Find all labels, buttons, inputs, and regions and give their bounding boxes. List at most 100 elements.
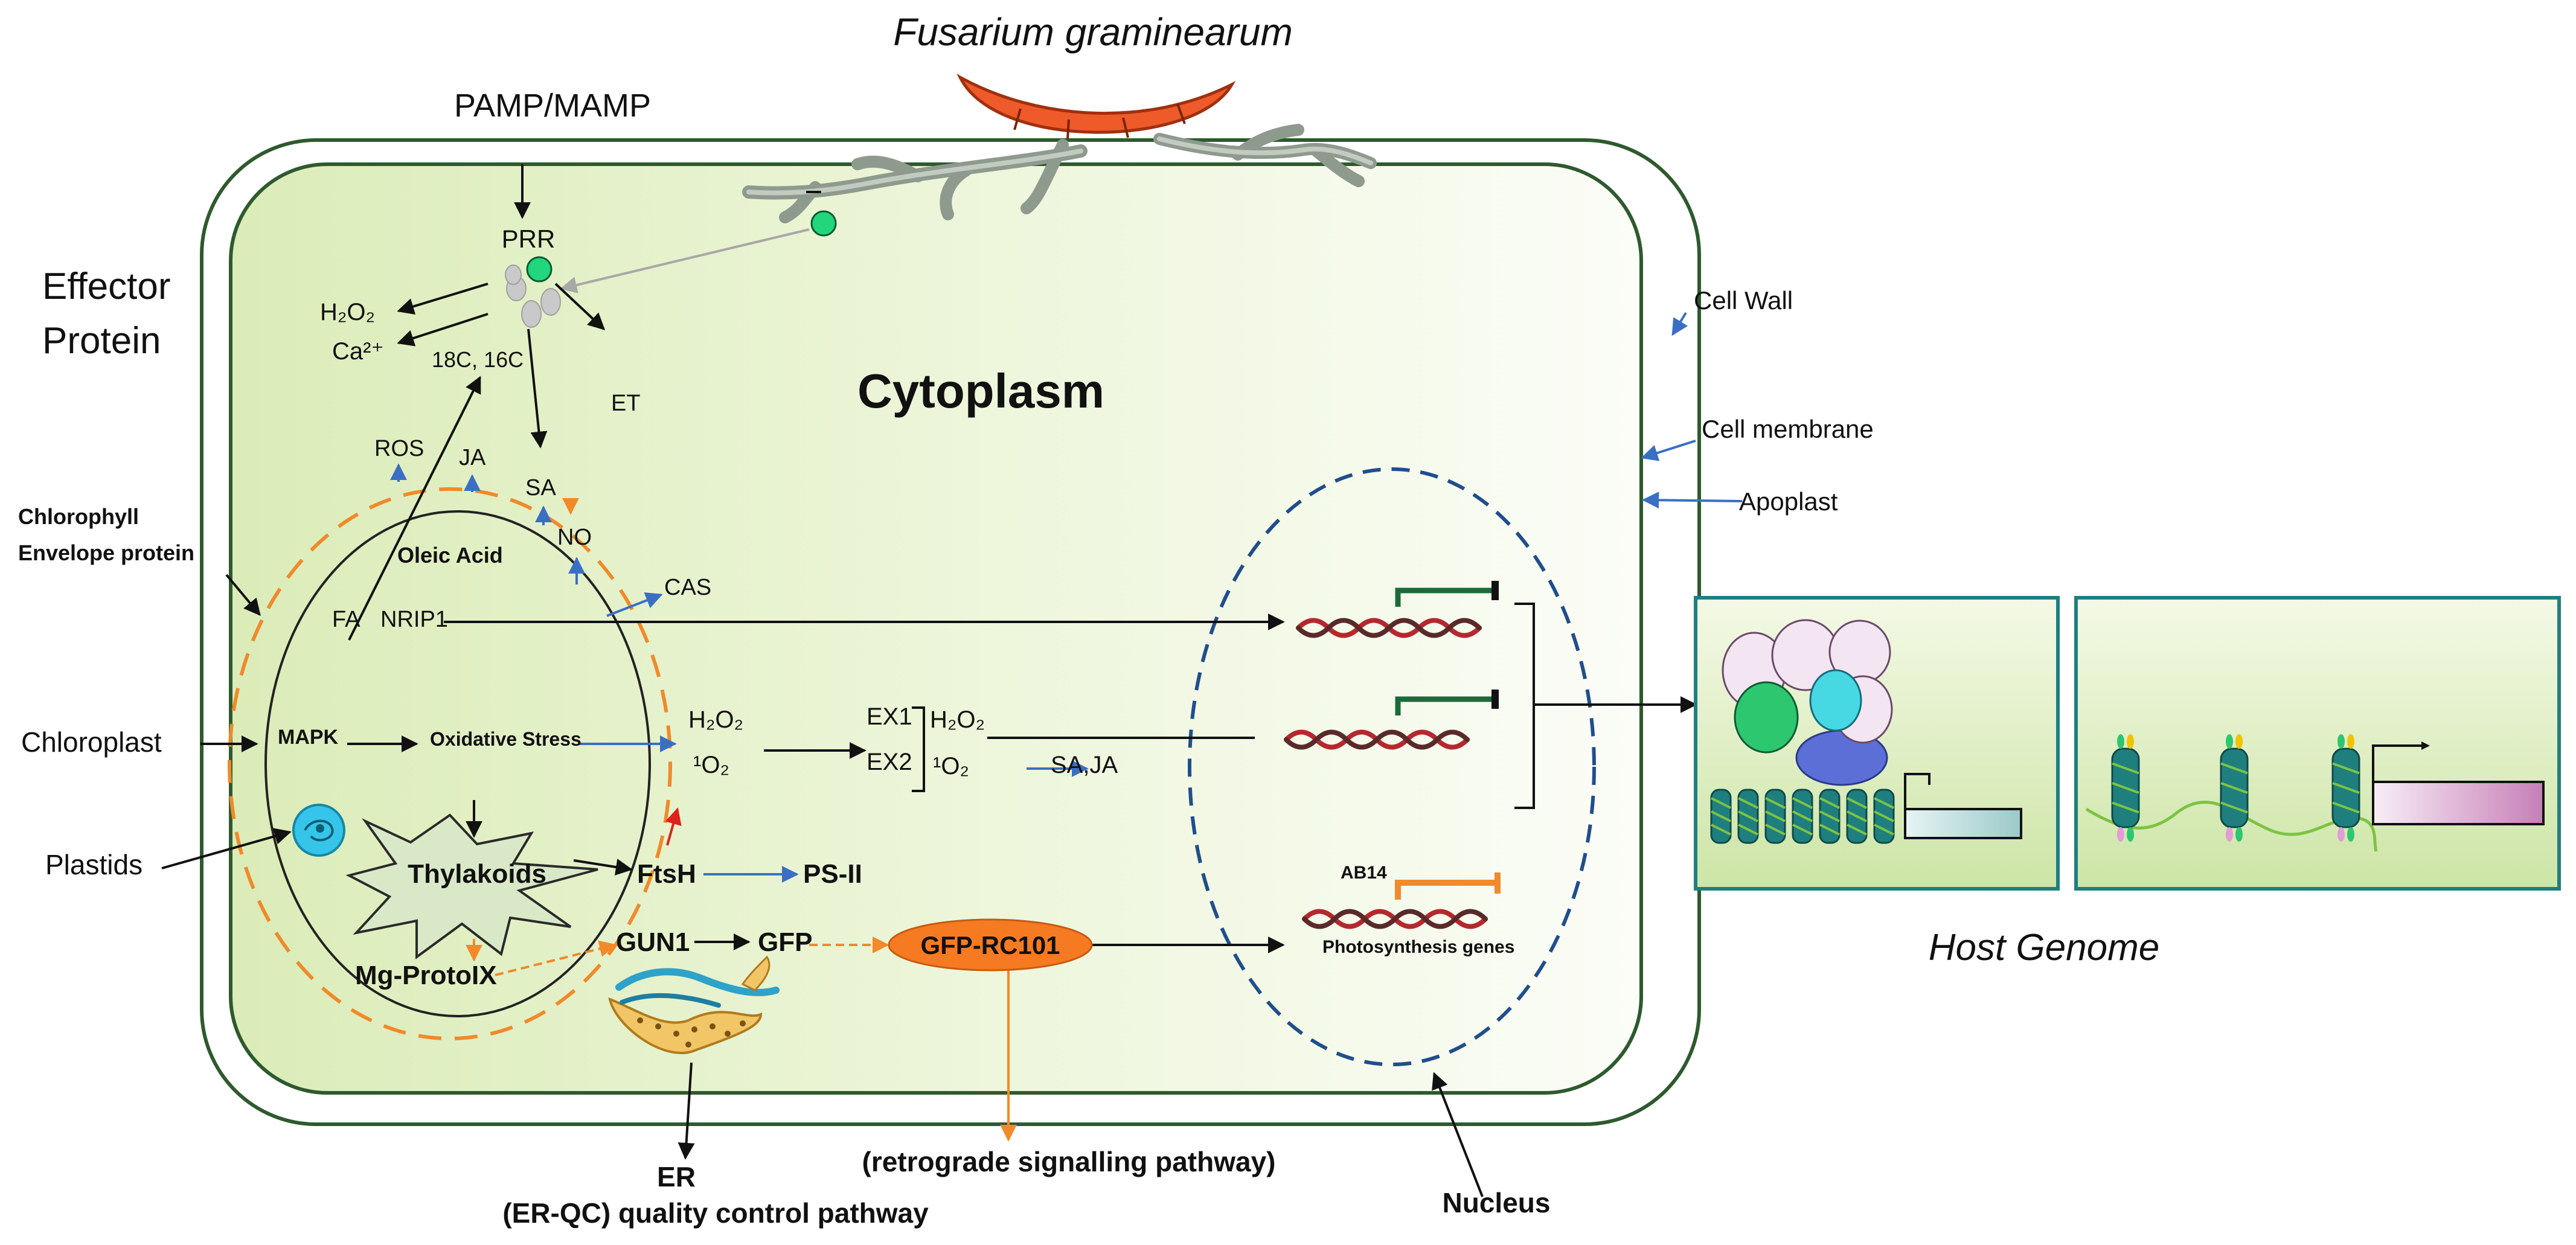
diagram-title: Fusarium graminearum <box>893 10 1293 54</box>
histone-mark <box>2347 734 2354 749</box>
dna-wrap <box>1738 810 1758 822</box>
effector-molecule <box>810 210 837 237</box>
gfp-label: GFP <box>758 927 812 957</box>
dna-wrap <box>1792 797 1813 809</box>
dna-wrap <box>1711 810 1731 822</box>
ex2-label: EX2 <box>867 749 912 775</box>
dna-wrap <box>2332 762 2360 775</box>
apoplast-label: Apoplast <box>1739 487 1838 516</box>
pamp-label: PAMP/MAMP <box>454 88 651 124</box>
dna-wrap <box>1847 797 1867 809</box>
sa-ja-label: SA,JA <box>1051 752 1118 778</box>
dna-wrap <box>1847 824 1867 836</box>
dna-wrap <box>2332 801 2360 814</box>
prr-label: PRR <box>502 225 556 253</box>
nucleus-envelope <box>1188 467 1596 1066</box>
dna-wrap <box>2220 762 2248 775</box>
cell-wall-label: Cell Wall <box>1694 286 1793 315</box>
ex-bracket <box>912 706 925 792</box>
ps2-label: PS-II <box>803 859 862 889</box>
repressor-bar-top <box>1395 581 1499 607</box>
retrograde-label: (retrograde signalling pathway) <box>862 1146 1276 1177</box>
dna-helix-top <box>1296 618 1482 638</box>
chlorophyll-envelope-label-line1: Chlorophyll <box>18 504 139 529</box>
prr-ligand <box>526 256 553 283</box>
chloroplast-label: Chloroplast <box>21 726 162 758</box>
cas-label: CAS <box>664 575 711 600</box>
promoter-arrow-left <box>1904 773 1930 809</box>
dna-wrap <box>2112 762 2139 775</box>
histone-mark <box>2117 827 2124 842</box>
dna-wrap <box>1738 824 1758 836</box>
gfp-rc101-label: GFP-RC101 <box>920 931 1060 959</box>
spore-septa <box>1013 103 1186 139</box>
dna-wrap <box>2220 782 2248 794</box>
ros-label: ROS <box>374 436 424 461</box>
ab14-label: AB14 <box>1341 863 1387 883</box>
signal-arrows <box>161 164 1743 1197</box>
linker-dna-right <box>2085 801 2378 852</box>
dna-wrap <box>1819 797 1840 809</box>
histone-mark <box>2226 827 2233 842</box>
repressor-bar-middle <box>1395 690 1499 715</box>
dna-wrap <box>2332 782 2360 794</box>
gene-box-left <box>1904 808 2022 839</box>
cell-membrane <box>229 162 1643 1095</box>
dna-wrap <box>2112 801 2139 814</box>
plastid-icon <box>292 804 345 857</box>
dna-wrap <box>1792 810 1813 822</box>
cytoplasm-label: Cytoplasm <box>857 364 1104 418</box>
nucleosome-array-right <box>2111 734 2360 842</box>
dna-wrap <box>1874 810 1894 822</box>
et-label: ET <box>611 391 641 416</box>
singlet-o2-mid-label: ¹O₂ <box>693 752 729 778</box>
dna-wrap <box>1765 824 1786 836</box>
dna-wrap <box>1819 810 1840 822</box>
prr-receptor-icon <box>505 264 561 328</box>
singlet-o2-ex-label: ¹O₂ <box>933 753 969 779</box>
dna-wrap <box>1765 797 1786 809</box>
dna-wrap <box>1711 797 1731 809</box>
fa-chain-label: 18C, 16C <box>432 347 524 372</box>
dna-wrap <box>1792 824 1813 836</box>
effector-label-line2: Protein <box>42 320 161 362</box>
er-label: ER <box>657 1161 696 1192</box>
no-label: NO <box>557 525 592 550</box>
ab14-repressor-bar <box>1395 872 1501 900</box>
dna-helix-middle <box>1284 729 1470 750</box>
er-icon <box>608 955 780 1054</box>
oleic-acid-label: Oleic Acid <box>397 543 503 568</box>
gene-box-right <box>2372 781 2545 825</box>
chlorophyll-envelope-label-line2: Envelope protein <box>18 540 194 565</box>
histone-mark <box>2337 827 2345 842</box>
oxidative-stress-label: Oxidative Stress <box>430 728 582 750</box>
ca-label: Ca²⁺ <box>332 338 384 365</box>
histone-mark <box>2235 734 2243 749</box>
nucleus-label: Nucleus <box>1443 1187 1551 1218</box>
fungal-spore <box>956 73 1236 134</box>
histone-mark <box>2127 734 2134 749</box>
plastids-label: Plastids <box>45 849 143 880</box>
fa-label: FA <box>332 607 360 632</box>
fungus-hyphae-highlight <box>746 136 1373 196</box>
dna-wrap <box>1711 824 1731 836</box>
histone-mark <box>2226 734 2233 749</box>
chloroplast-inner-membrane <box>264 510 651 1017</box>
dna-wrap <box>1819 824 1840 836</box>
effector-label-line1: Effector <box>42 266 171 307</box>
gun1-label: GUN1 <box>616 927 690 957</box>
mapk-label: MAPK <box>278 726 339 749</box>
histone-mark <box>2127 827 2134 842</box>
h2o2-mid-label: H₂O₂ <box>688 706 743 733</box>
effector-delivery-arrow <box>560 228 810 293</box>
thylakoids-label: Thylakoids <box>408 859 546 889</box>
dna-wrap <box>1738 797 1758 809</box>
photosynthesis-genes-label: Photosynthesis genes <box>1322 937 1514 957</box>
ex1-label: EX1 <box>867 703 912 730</box>
chloroplast-envelope <box>228 487 672 1040</box>
dna-wrap <box>1874 797 1894 809</box>
h2o2-ex-label: H₂O₂ <box>930 706 985 733</box>
dna-wrap <box>2220 801 2248 814</box>
histone-mark <box>2117 734 2124 749</box>
